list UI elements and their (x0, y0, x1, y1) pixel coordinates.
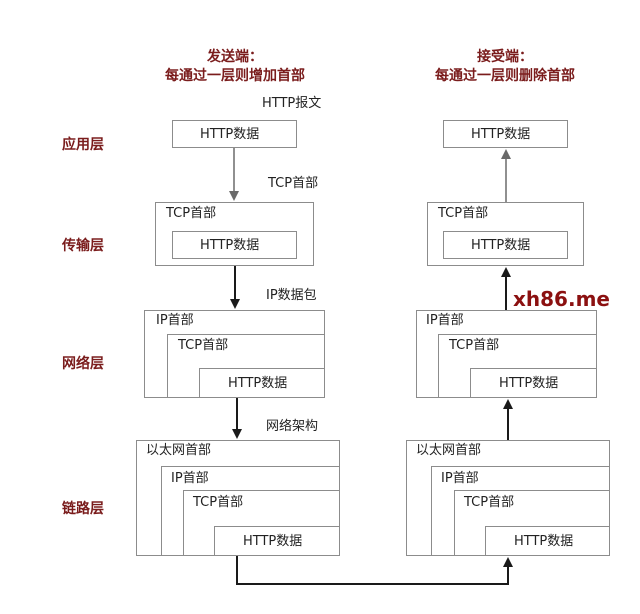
sender-link-http-box (214, 526, 340, 556)
sender-link-tcp-label: TCP首部 (193, 495, 244, 510)
sender-title: 发送端： (207, 49, 263, 65)
receiver-app-http-data-box (443, 120, 568, 148)
annotation-network-frame: 网络架构 (266, 419, 319, 434)
receiver-transport-http-label: HTTP数据 (471, 238, 531, 253)
receiver-title: 接受端： (477, 49, 533, 65)
receiver-link-ip-label: IP首部 (441, 471, 479, 486)
sender-transport-tcp-label: TCP首部 (166, 206, 217, 221)
annotation-tcp-header: TCP首部 (268, 176, 319, 191)
receiver-link-tcp-label: TCP首部 (464, 495, 515, 510)
receiver-transport-http-box (443, 231, 568, 259)
receiver-app-http-data-label: HTTP数据 (471, 127, 531, 142)
sender-link-ip-label: IP首部 (171, 471, 209, 486)
receiver-network-ip-label: IP首部 (426, 313, 464, 328)
receiver-subtitle: 每通过一层则删除首部 (435, 68, 575, 84)
sender-transport-http-box (172, 231, 297, 259)
sender-app-http-data-box (172, 120, 297, 148)
receiver-link-ethernet-label: 以太网首部 (416, 443, 482, 458)
sender-link-http-label: HTTP数据 (243, 534, 303, 549)
layer-link: 链路层 (62, 501, 104, 517)
receiver-network-http-label: HTTP数据 (499, 376, 559, 391)
sender-heading: 发送端： 每通过一层则增加首部 (140, 48, 330, 86)
layer-network: 网络层 (62, 356, 104, 372)
sender-subtitle: 每通过一层则增加首部 (165, 68, 305, 84)
sender-link-ethernet-label: 以太网首部 (146, 443, 212, 458)
receiver-network-tcp-label: TCP首部 (449, 338, 500, 353)
sender-network-http-box (199, 368, 325, 398)
receiver-network-http-box (470, 368, 597, 398)
arrow-link-to-receiver (236, 556, 513, 585)
sender-app-http-data-label: HTTP数据 (200, 127, 260, 142)
annotation-ip-packet: IP数据包 (266, 288, 317, 303)
layer-application: 应用层 (62, 137, 104, 153)
sender-transport-http-label: HTTP数据 (200, 238, 260, 253)
watermark-text: xh86.me (513, 287, 610, 311)
sender-network-tcp-label: TCP首部 (178, 338, 229, 353)
sender-network-http-label: HTTP数据 (228, 376, 288, 391)
receiver-link-http-box (485, 526, 610, 556)
sender-network-ip-label: IP首部 (156, 313, 194, 328)
annotation-http-message: HTTP报文 (262, 96, 322, 111)
layer-transport: 传输层 (62, 238, 104, 254)
receiver-heading: 接受端： 每通过一层则删除首部 (410, 48, 600, 86)
receiver-link-http-label: HTTP数据 (514, 534, 574, 549)
receiver-transport-tcp-label: TCP首部 (438, 206, 489, 221)
